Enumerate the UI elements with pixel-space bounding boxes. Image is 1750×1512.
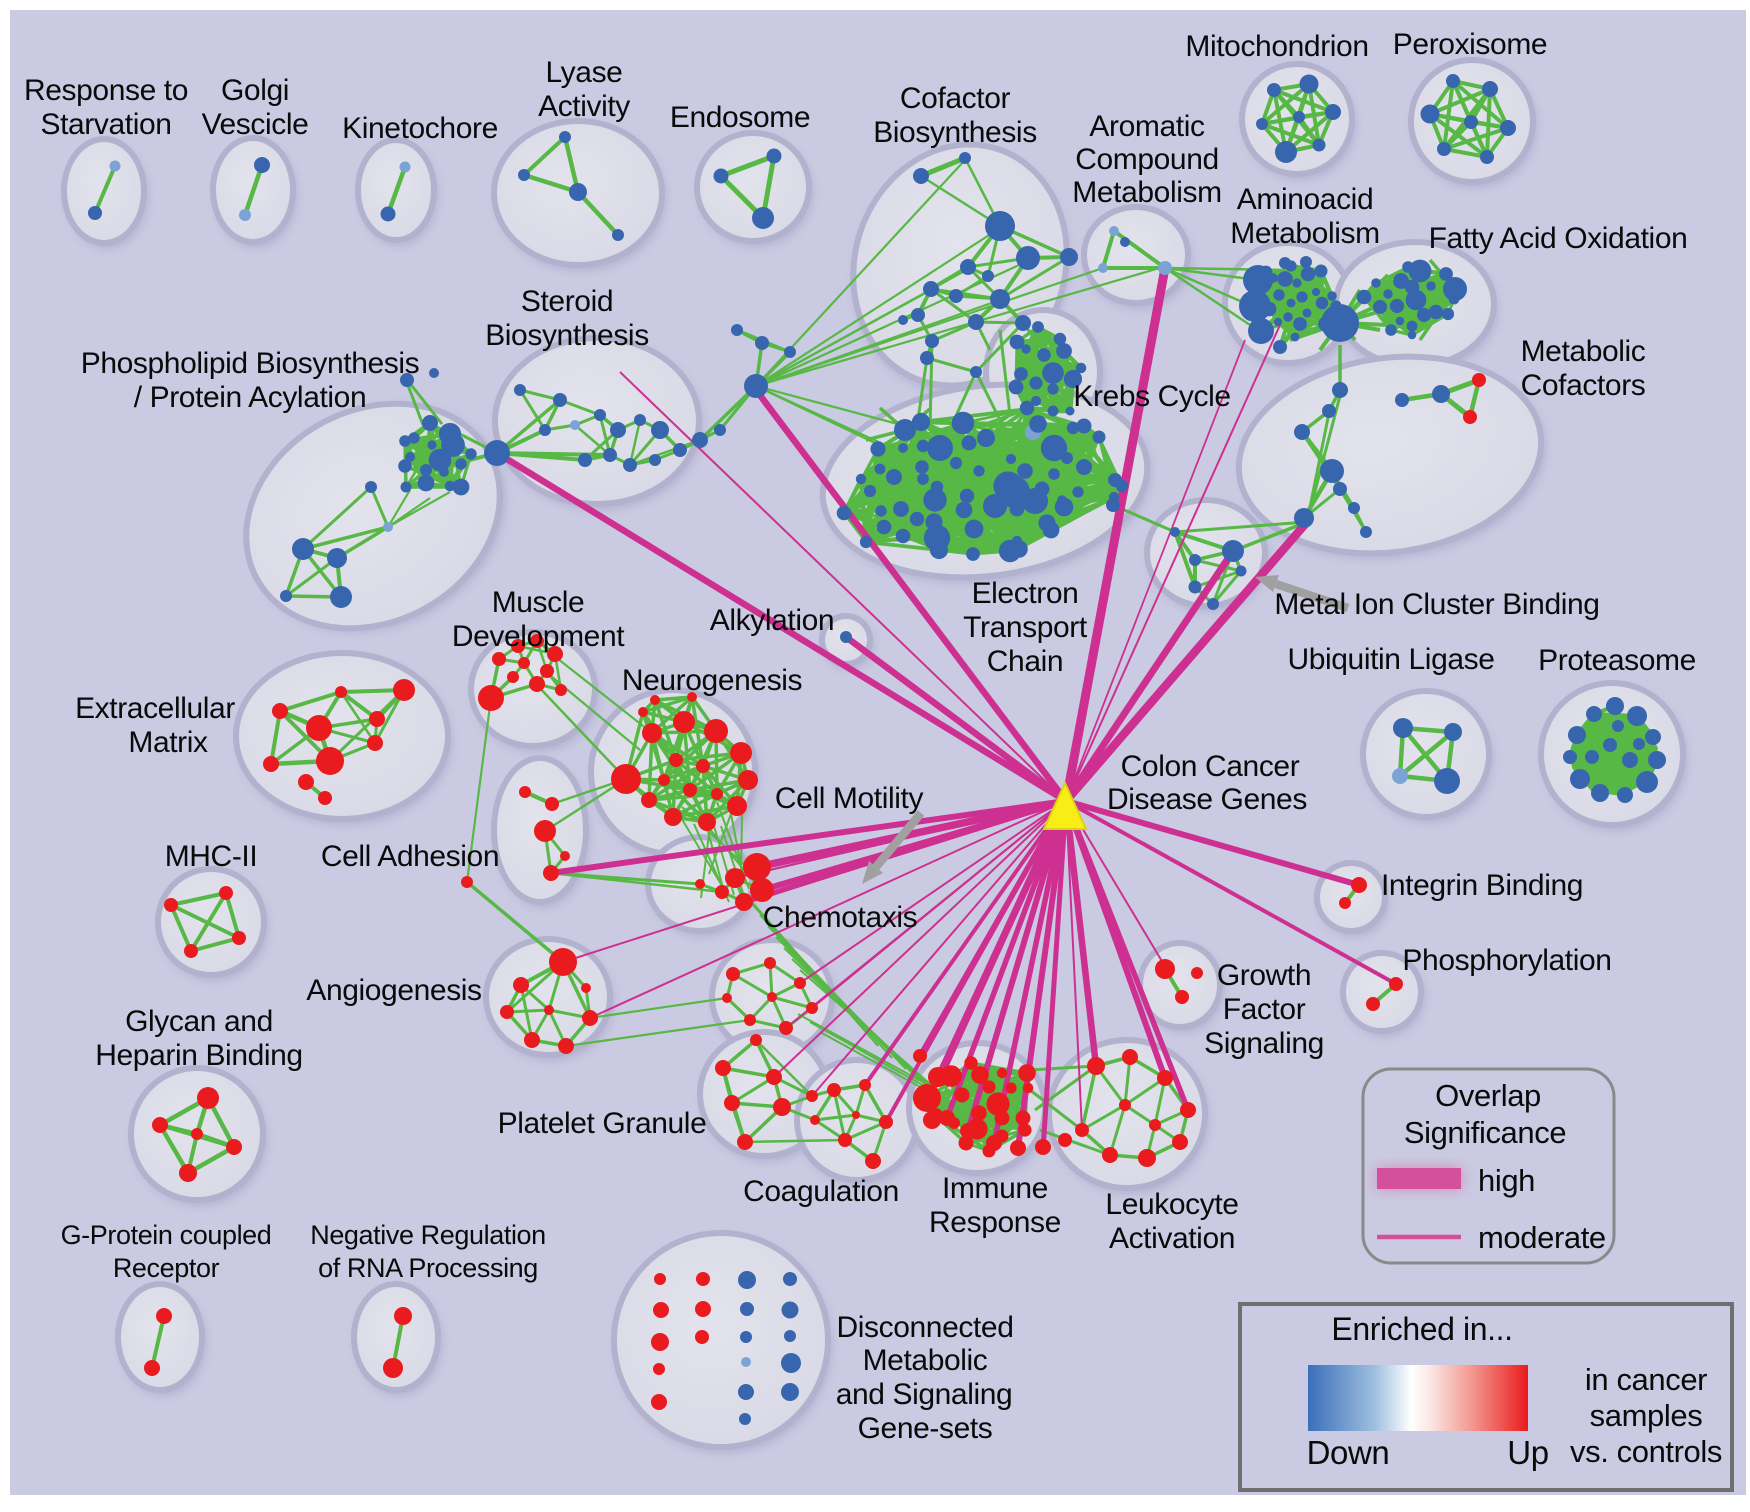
svg-text:Angiogenesis: Angiogenesis xyxy=(306,974,481,1007)
svg-text:Transport: Transport xyxy=(963,611,1088,644)
svg-text:Enriched in...: Enriched in... xyxy=(1331,1311,1512,1347)
svg-text:/ Protein Acylation: / Protein Acylation xyxy=(134,381,367,414)
svg-text:Alkylation: Alkylation xyxy=(710,604,834,637)
svg-text:Cofactors: Cofactors xyxy=(1521,369,1646,402)
svg-text:MHC-II: MHC-II xyxy=(165,840,258,873)
svg-text:moderate: moderate xyxy=(1478,1220,1606,1255)
svg-text:Lyase: Lyase xyxy=(546,56,623,89)
svg-text:Fatty Acid Oxidation: Fatty Acid Oxidation xyxy=(1429,222,1688,255)
svg-text:Aromatic: Aromatic xyxy=(1089,110,1205,143)
svg-text:Gene-sets: Gene-sets xyxy=(858,1412,993,1445)
svg-text:vs. controls: vs. controls xyxy=(1570,1434,1722,1469)
svg-text:Golgi: Golgi xyxy=(221,74,289,107)
svg-text:Metabolic: Metabolic xyxy=(863,1344,988,1377)
svg-text:Activation: Activation xyxy=(1109,1222,1235,1255)
svg-text:of RNA Processing: of RNA Processing xyxy=(318,1253,538,1283)
svg-text:Metabolism: Metabolism xyxy=(1230,217,1379,250)
svg-text:Leukocyte: Leukocyte xyxy=(1105,1188,1238,1221)
svg-text:Receptor: Receptor xyxy=(113,1253,220,1283)
svg-text:samples: samples xyxy=(1590,1398,1703,1433)
svg-text:Ubiquitin Ligase: Ubiquitin Ligase xyxy=(1287,643,1494,676)
svg-text:Biosynthesis: Biosynthesis xyxy=(873,116,1037,149)
svg-text:Chemotaxis: Chemotaxis xyxy=(763,901,917,934)
svg-text:Disease Genes: Disease Genes xyxy=(1107,783,1307,816)
svg-text:Integrin Binding: Integrin Binding xyxy=(1381,869,1583,902)
svg-text:in cancer: in cancer xyxy=(1585,1362,1707,1397)
svg-text:Mitochondrion: Mitochondrion xyxy=(1185,30,1368,63)
svg-text:Metal Ion Cluster Binding: Metal Ion Cluster Binding xyxy=(1274,588,1599,621)
svg-text:Biosynthesis: Biosynthesis xyxy=(485,319,649,352)
svg-text:Electron: Electron xyxy=(972,577,1079,610)
svg-text:Activity: Activity xyxy=(538,90,630,123)
svg-text:Chain: Chain xyxy=(987,645,1063,678)
svg-text:Glycan and: Glycan and xyxy=(125,1005,273,1038)
svg-text:Extracellular: Extracellular xyxy=(75,692,235,725)
svg-text:Starvation: Starvation xyxy=(40,108,171,141)
svg-text:Coagulation: Coagulation xyxy=(743,1175,899,1208)
svg-text:Platelet Granule: Platelet Granule xyxy=(498,1107,707,1140)
svg-text:Growth: Growth xyxy=(1217,959,1311,992)
svg-text:Endosome: Endosome xyxy=(670,101,810,134)
svg-text:Significance: Significance xyxy=(1404,1115,1566,1150)
svg-text:Cofactor: Cofactor xyxy=(900,82,1011,115)
svg-text:Colon Cancer: Colon Cancer xyxy=(1121,750,1300,783)
svg-text:Heparin Binding: Heparin Binding xyxy=(95,1039,302,1072)
svg-text:Disconnected: Disconnected xyxy=(837,1311,1014,1344)
svg-text:Steroid: Steroid xyxy=(521,285,613,318)
svg-text:Negative Regulation: Negative Regulation xyxy=(310,1220,546,1250)
svg-text:Krebs Cycle: Krebs Cycle xyxy=(1073,380,1230,413)
svg-text:Response to: Response to xyxy=(24,74,188,107)
svg-text:Muscle: Muscle xyxy=(492,586,585,619)
svg-text:Compound: Compound xyxy=(1075,143,1219,176)
svg-text:Proteasome: Proteasome xyxy=(1538,644,1696,677)
svg-text:Signaling: Signaling xyxy=(1204,1027,1324,1060)
svg-text:Overlap: Overlap xyxy=(1435,1078,1541,1113)
svg-text:Down: Down xyxy=(1307,1434,1390,1471)
svg-text:Kinetochore: Kinetochore xyxy=(342,112,498,145)
svg-text:Response: Response xyxy=(929,1206,1061,1239)
svg-text:Immune: Immune xyxy=(942,1172,1048,1205)
svg-text:Metabolic: Metabolic xyxy=(1521,335,1646,368)
svg-text:Cell Adhesion: Cell Adhesion xyxy=(321,840,499,873)
svg-text:Up: Up xyxy=(1507,1434,1548,1471)
svg-text:Peroxisome: Peroxisome xyxy=(1393,28,1547,61)
svg-text:Aminoacid: Aminoacid xyxy=(1237,183,1373,216)
svg-text:Phospholipid Biosynthesis: Phospholipid Biosynthesis xyxy=(81,347,420,380)
svg-text:Neurogenesis: Neurogenesis xyxy=(622,664,802,697)
svg-text:Phosphorylation: Phosphorylation xyxy=(1402,944,1611,977)
svg-text:Vescicle: Vescicle xyxy=(202,108,309,141)
svg-text:Development: Development xyxy=(452,620,625,653)
svg-text:G-Protein coupled: G-Protein coupled xyxy=(61,1220,272,1250)
svg-text:and Signaling: and Signaling xyxy=(836,1378,1013,1411)
svg-text:Metabolism: Metabolism xyxy=(1072,176,1221,209)
svg-text:high: high xyxy=(1478,1163,1535,1198)
svg-text:Matrix: Matrix xyxy=(128,726,208,759)
svg-text:Factor: Factor xyxy=(1223,993,1306,1026)
svg-text:Cell Motility: Cell Motility xyxy=(775,782,924,815)
